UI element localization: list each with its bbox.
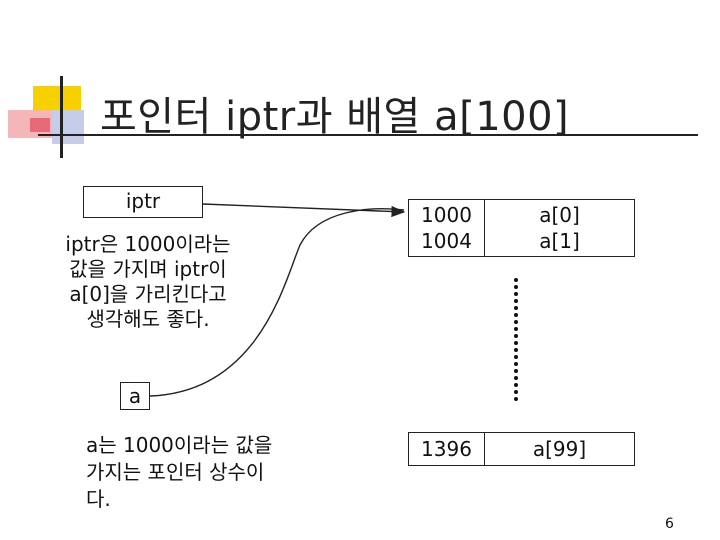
iptr-label: iptr <box>125 189 161 213</box>
slide-title: 포인터 iptr과 배열 a[100] <box>100 94 570 140</box>
page-number: 6 <box>665 516 674 532</box>
title-vertical-rule <box>60 76 63 158</box>
title-horizontal-rule <box>38 134 698 136</box>
array-name-label: a <box>128 384 142 408</box>
array-element: a[0] <box>539 203 580 227</box>
iptr-explanation: iptr은 1000이라는 값을 가지며 iptr이 a[0]을 가리킨다고 생… <box>38 232 258 332</box>
iptr-note-line: 생각해도 좋다. <box>86 307 210 331</box>
a-note-line: 다. <box>86 487 111 511</box>
memory-address-cell-top: 1000 1004 <box>408 199 485 257</box>
memory-address: 1000 <box>421 203 472 227</box>
array-name-explanation: a는 1000이라는 값을 가지는 포인터 상수이 다. <box>86 432 272 513</box>
array-element: a[99] <box>532 437 587 461</box>
a-note-line: 가지는 포인터 상수이 <box>86 460 265 484</box>
iptr-note-line: iptr은 1000이라는 <box>65 232 231 256</box>
ellipsis-dots <box>514 278 518 401</box>
memory-address: 1004 <box>421 229 472 253</box>
memory-address: 1396 <box>421 437 472 461</box>
iptr-note-line: 값을 가지며 iptr이 <box>69 257 227 281</box>
a-pointer-curve <box>149 208 405 397</box>
title-decoration-red-square <box>30 118 50 132</box>
iptr-variable-box: iptr <box>83 186 203 218</box>
array-element-cell-top: a[0] a[1] <box>484 199 635 257</box>
array-element: a[1] <box>539 229 580 253</box>
a-note-line: a는 1000이라는 값을 <box>86 433 273 457</box>
array-name-box: a <box>120 382 150 410</box>
memory-address-cell-bottom: 1396 <box>408 432 485 466</box>
array-element-cell-bottom: a[99] <box>484 432 635 466</box>
iptr-note-line: a[0]을 가리킨다고 <box>69 282 227 306</box>
iptr-pointer-arrow <box>202 203 406 218</box>
title-decoration-blue-square <box>52 110 84 144</box>
